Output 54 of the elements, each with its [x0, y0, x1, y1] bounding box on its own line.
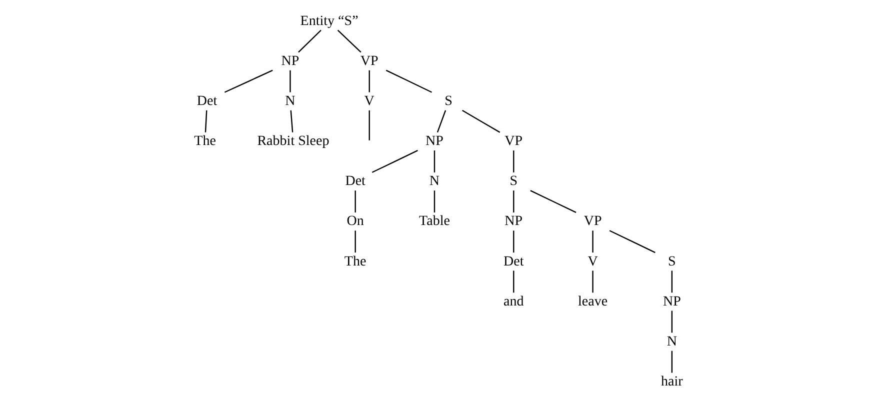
connector [592, 270, 594, 293]
node-text: hair [661, 374, 683, 390]
connector [513, 150, 514, 172]
node-text: Rabbit Sleep [257, 134, 330, 150]
node-text: NP [281, 54, 300, 69]
connector [386, 70, 432, 93]
connector [434, 150, 436, 172]
connector [290, 110, 294, 132]
connector [368, 70, 370, 92]
node-text: On [346, 214, 364, 230]
connector [354, 190, 356, 212]
connector [372, 150, 418, 173]
connector [609, 230, 656, 254]
connector [513, 270, 514, 293]
connector [436, 110, 446, 133]
connector [204, 110, 208, 132]
connector [671, 310, 673, 333]
node-text: VP [584, 214, 602, 230]
node-text: S [510, 174, 518, 190]
connector [592, 230, 594, 253]
node-text: Table [419, 214, 450, 230]
connector [224, 70, 273, 93]
node-text: NP [662, 294, 681, 310]
node-text: Det [504, 254, 524, 270]
node-text: Entity “S” [300, 14, 358, 29]
connector [671, 270, 673, 293]
node-text: VP [504, 134, 523, 150]
connector [434, 190, 436, 212]
connector [298, 30, 322, 53]
connector [530, 190, 576, 214]
node-text: The [344, 254, 366, 270]
node-text: Det [196, 94, 218, 110]
connector [513, 230, 514, 253]
node-text: VP [360, 54, 378, 69]
node-text: V [364, 94, 374, 110]
connector [337, 30, 362, 53]
node-text: V [588, 254, 598, 270]
node-text: N [666, 334, 678, 350]
node-text: N [429, 174, 440, 190]
connector [354, 230, 356, 253]
node-text: S [444, 94, 452, 110]
node-text: S [668, 254, 676, 270]
node-text: and [504, 294, 524, 310]
connector [290, 70, 291, 92]
connector [368, 110, 370, 140]
node-text: NP [504, 214, 523, 230]
connector [462, 110, 500, 133]
node-text: leave [578, 294, 608, 310]
node-text: Det [345, 174, 366, 190]
node-text: N [285, 94, 296, 110]
node-text: The [194, 134, 216, 150]
connector [513, 190, 514, 212]
node-text: NP [426, 134, 444, 150]
connector [671, 350, 673, 373]
